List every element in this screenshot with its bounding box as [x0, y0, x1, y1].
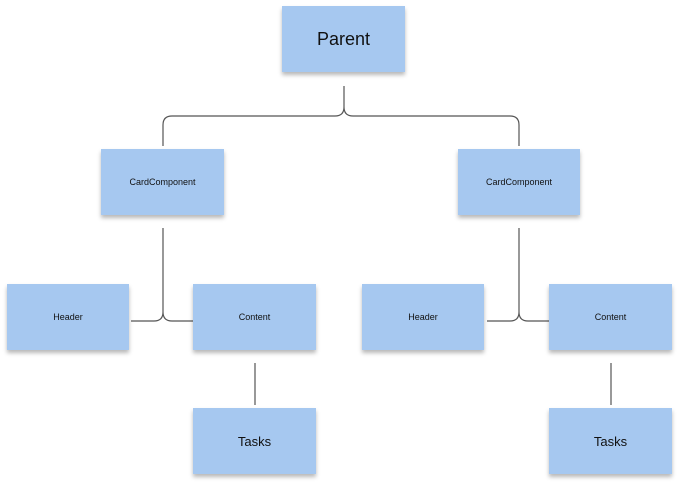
node-right-content-label: Content	[594, 312, 627, 322]
node-right-card-component-label: CardComponent	[485, 177, 553, 187]
connector-right-card-to-children	[487, 228, 549, 322]
connector-left-card-to-children	[131, 228, 193, 322]
node-left-card-component: CardComponent	[101, 149, 224, 215]
node-right-header: Header	[362, 284, 484, 350]
node-left-content: Content	[193, 284, 316, 350]
node-parent-label: Parent	[316, 28, 371, 49]
connector-parent-to-cards	[162, 86, 520, 146]
node-parent: Parent	[282, 6, 405, 72]
node-left-header: Header	[7, 284, 129, 350]
node-right-content: Content	[549, 284, 672, 350]
node-right-tasks: Tasks	[549, 408, 672, 474]
node-left-header-label: Header	[53, 312, 83, 322]
node-right-card-component: CardComponent	[458, 149, 580, 215]
node-left-tasks: Tasks	[193, 408, 316, 474]
node-left-content-label: Content	[238, 312, 271, 322]
node-left-tasks-label: Tasks	[237, 433, 272, 449]
node-left-card-component-label: CardComponent	[129, 177, 196, 187]
node-right-header-label: Header	[408, 312, 438, 322]
node-right-tasks-label: Tasks	[593, 433, 628, 449]
